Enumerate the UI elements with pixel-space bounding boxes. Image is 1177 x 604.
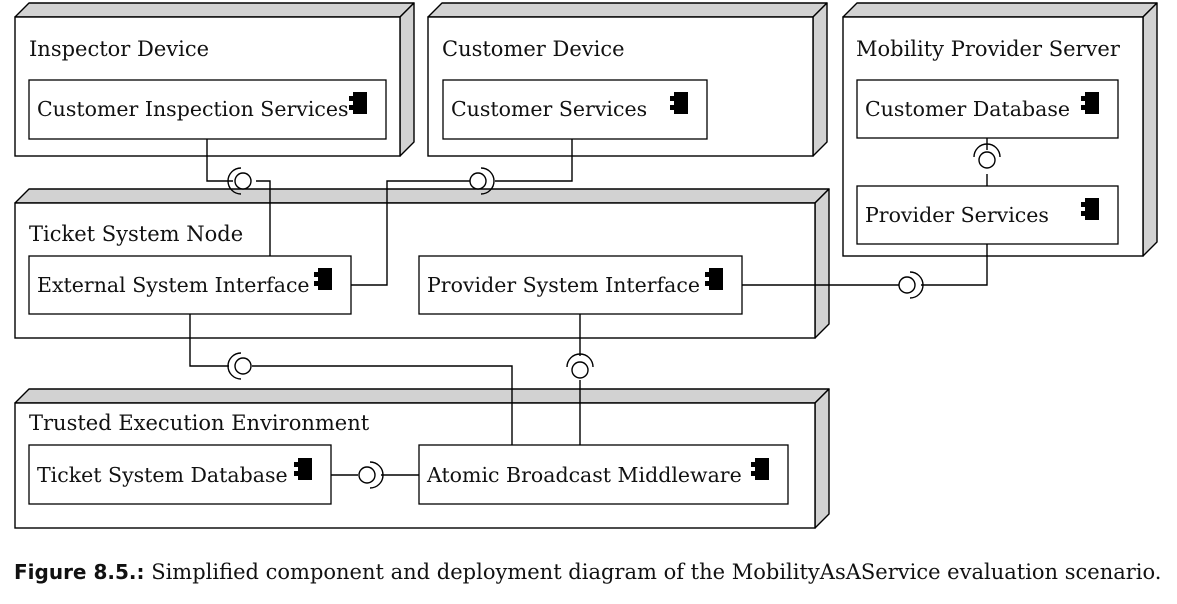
node-inspector-device: Inspector Device Customer Inspection Ser… [14, 2, 415, 157]
component-provider-services[interactable]: Provider Services [856, 185, 1119, 245]
component-customer-services[interactable]: Customer Services [442, 79, 708, 140]
component-atomic-broadcast-middleware[interactable]: Atomic Broadcast Middleware [418, 444, 789, 505]
component-label: Customer Services [451, 97, 647, 121]
figure-caption: Figure 8.5.: Simplified component and de… [14, 560, 1174, 584]
component-label: Provider System Interface [427, 273, 700, 297]
component-customer-database[interactable]: Customer Database [856, 79, 1119, 139]
component-customer-inspection-services[interactable]: Customer Inspection Services [28, 79, 387, 140]
node-title-ticket-system-node: Ticket System Node [29, 222, 243, 246]
node-title-trusted-execution-environment: Trusted Execution Environment [29, 411, 370, 435]
component-label: External System Interface [37, 273, 310, 297]
node-title-customer-device: Customer Device [442, 37, 625, 61]
component-provider-system-interface[interactable]: Provider System Interface [418, 255, 743, 315]
component-label: Customer Inspection Services [37, 97, 349, 121]
connector-provider-services-to-interface [742, 244, 988, 299]
component-external-system-interface[interactable]: External System Interface [28, 255, 352, 315]
figure-label: Figure 8.5.: [14, 560, 145, 584]
component-ticket-system-database[interactable]: Ticket System Database [28, 444, 332, 505]
node-mobility-provider-server: Mobility Provider Server Customer Databa… [842, 2, 1158, 257]
node-ticket-system-node: Ticket System Node External System Inter… [14, 188, 830, 339]
node-title-inspector-device: Inspector Device [29, 37, 209, 61]
node-customer-device: Customer Device Customer Services [427, 2, 828, 157]
figure-caption-text: Simplified component and deployment diag… [151, 560, 1162, 584]
connector-external-interface-to-middleware [189, 314, 513, 445]
connector-inspection-to-external-interface [206, 139, 271, 256]
component-label: Customer Database [865, 97, 1070, 121]
node-title-mobility-provider-server: Mobility Provider Server [856, 37, 1121, 61]
connector-customer-database [973, 138, 1001, 186]
component-label: Atomic Broadcast Middleware [426, 463, 742, 487]
connector-ticket-database-to-middleware [331, 461, 419, 489]
connector-customer-to-external-interface [351, 139, 573, 286]
connector-provider-interface-to-middleware [566, 314, 594, 445]
node-trusted-execution-environment: Trusted Execution Environment Ticket Sys… [14, 388, 830, 529]
component-label: Ticket System Database [37, 463, 288, 487]
component-label: Provider Services [865, 203, 1049, 227]
